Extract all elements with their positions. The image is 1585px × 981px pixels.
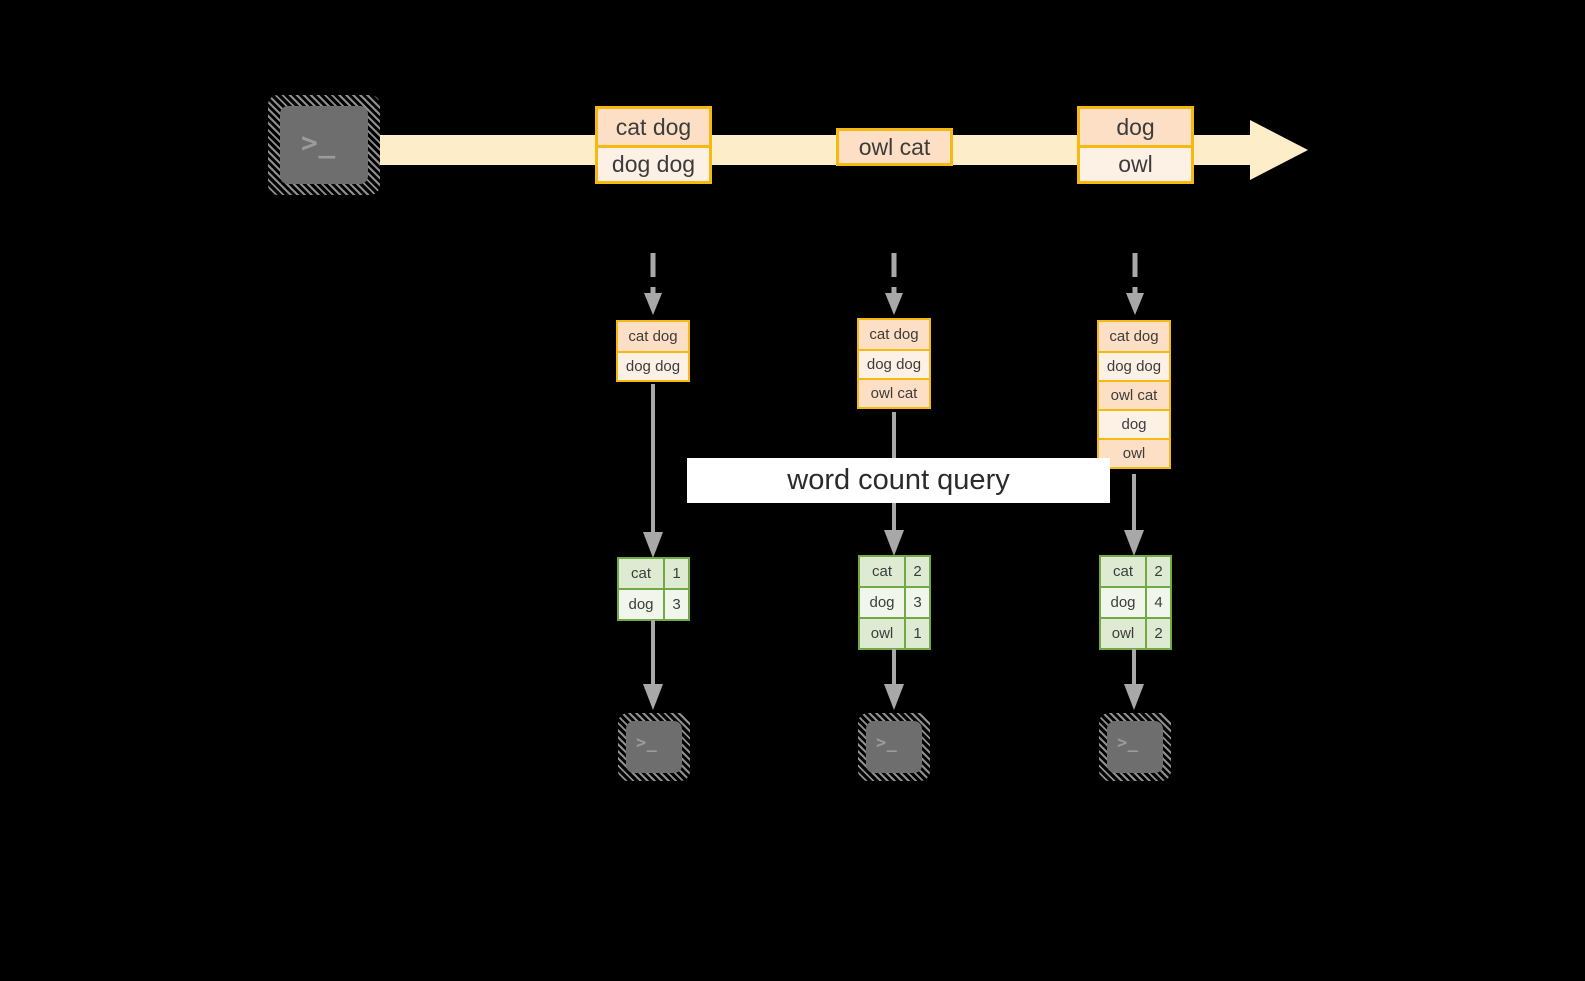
count-value: 4 <box>1145 588 1170 617</box>
count-value: 2 <box>904 557 929 586</box>
stream-message: cat dog <box>598 109 709 145</box>
count-value: 1 <box>904 619 929 648</box>
counts-3-to-consumer-arrow-icon <box>1122 649 1146 712</box>
table-row: dog 4 <box>1101 586 1170 617</box>
table-row: cat 1 <box>619 559 688 588</box>
word-count-query-label: word count query <box>687 458 1110 503</box>
word-count-query-label-text: word count query <box>787 464 1010 496</box>
snapshot-1-count-table[interactable]: cat 1 dog 3 <box>617 557 690 621</box>
terminal-face <box>280 106 368 184</box>
table-row: dog 3 <box>619 588 688 619</box>
terminal-prompt-glyph: >_ <box>876 733 898 753</box>
stack-message: owl cat <box>1099 380 1169 409</box>
count-word: owl <box>1101 619 1145 648</box>
snapshot-3-to-counts-arrow-icon <box>1122 474 1146 558</box>
terminal-prompt-glyph: >_ <box>1117 733 1139 753</box>
stream-message: dog <box>1080 109 1191 145</box>
table-row: cat 2 <box>1101 557 1170 586</box>
count-value: 3 <box>663 590 688 619</box>
snapshot-2-message-stack[interactable]: cat dog dog dog owl cat <box>857 318 931 409</box>
stack-message: dog <box>1099 409 1169 438</box>
stream-message-group-2[interactable]: owl cat <box>836 128 953 166</box>
stack-message: owl <box>1099 438 1169 467</box>
stream-message-group-1[interactable]: cat dog dog dog <box>595 106 712 184</box>
count-value: 1 <box>663 559 688 588</box>
counts-1-to-consumer-arrow-icon <box>641 620 665 712</box>
table-row: owl 2 <box>1101 617 1170 648</box>
table-row: cat 2 <box>860 557 929 586</box>
snapshot-3-message-stack[interactable]: cat dog dog dog owl cat dog owl <box>1097 320 1171 469</box>
snapshot-3-count-table[interactable]: cat 2 dog 4 owl 2 <box>1099 555 1172 650</box>
consumer-terminal-icon-1: >_ <box>618 713 690 781</box>
counts-2-to-consumer-arrow-icon <box>882 649 906 712</box>
snapshot-1-to-counts-arrow-icon <box>641 384 665 560</box>
count-value: 3 <box>904 588 929 617</box>
count-word: cat <box>619 559 663 588</box>
stack-message: owl cat <box>859 378 929 407</box>
table-row: dog 3 <box>860 586 929 617</box>
producer-terminal-icon: >_ <box>268 95 380 195</box>
count-word: dog <box>619 590 663 619</box>
dashed-down-arrow-icon <box>640 253 666 320</box>
dashed-down-arrow-icon <box>1122 253 1148 320</box>
count-word: dog <box>1101 588 1145 617</box>
snapshot-2-count-table[interactable]: cat 2 dog 3 owl 1 <box>858 555 931 650</box>
stack-message: cat dog <box>1099 322 1169 351</box>
terminal-face <box>1107 721 1163 773</box>
stack-message: dog dog <box>1099 351 1169 380</box>
consumer-terminal-icon-3: >_ <box>1099 713 1171 781</box>
stack-message: dog dog <box>618 351 688 380</box>
count-word: cat <box>1101 557 1145 586</box>
snapshot-1-message-stack[interactable]: cat dog dog dog <box>616 320 690 382</box>
dashed-down-arrow-icon <box>881 253 907 320</box>
stack-message: dog dog <box>859 349 929 378</box>
stream-message: owl <box>1080 145 1191 181</box>
stack-message: cat dog <box>859 320 929 349</box>
count-value: 2 <box>1145 557 1170 586</box>
stack-message: cat dog <box>618 322 688 351</box>
stream-message-group-3[interactable]: dog owl <box>1077 106 1194 184</box>
count-word: owl <box>860 619 904 648</box>
terminal-prompt-glyph: >_ <box>301 126 336 159</box>
consumer-terminal-icon-2: >_ <box>858 713 930 781</box>
count-value: 2 <box>1145 619 1170 648</box>
terminal-prompt-glyph: >_ <box>636 733 658 753</box>
count-word: cat <box>860 557 904 586</box>
count-word: dog <box>860 588 904 617</box>
table-row: owl 1 <box>860 617 929 648</box>
stream-message: dog dog <box>598 145 709 181</box>
terminal-face <box>626 721 682 773</box>
terminal-face <box>866 721 922 773</box>
stream-message: owl cat <box>839 131 950 163</box>
